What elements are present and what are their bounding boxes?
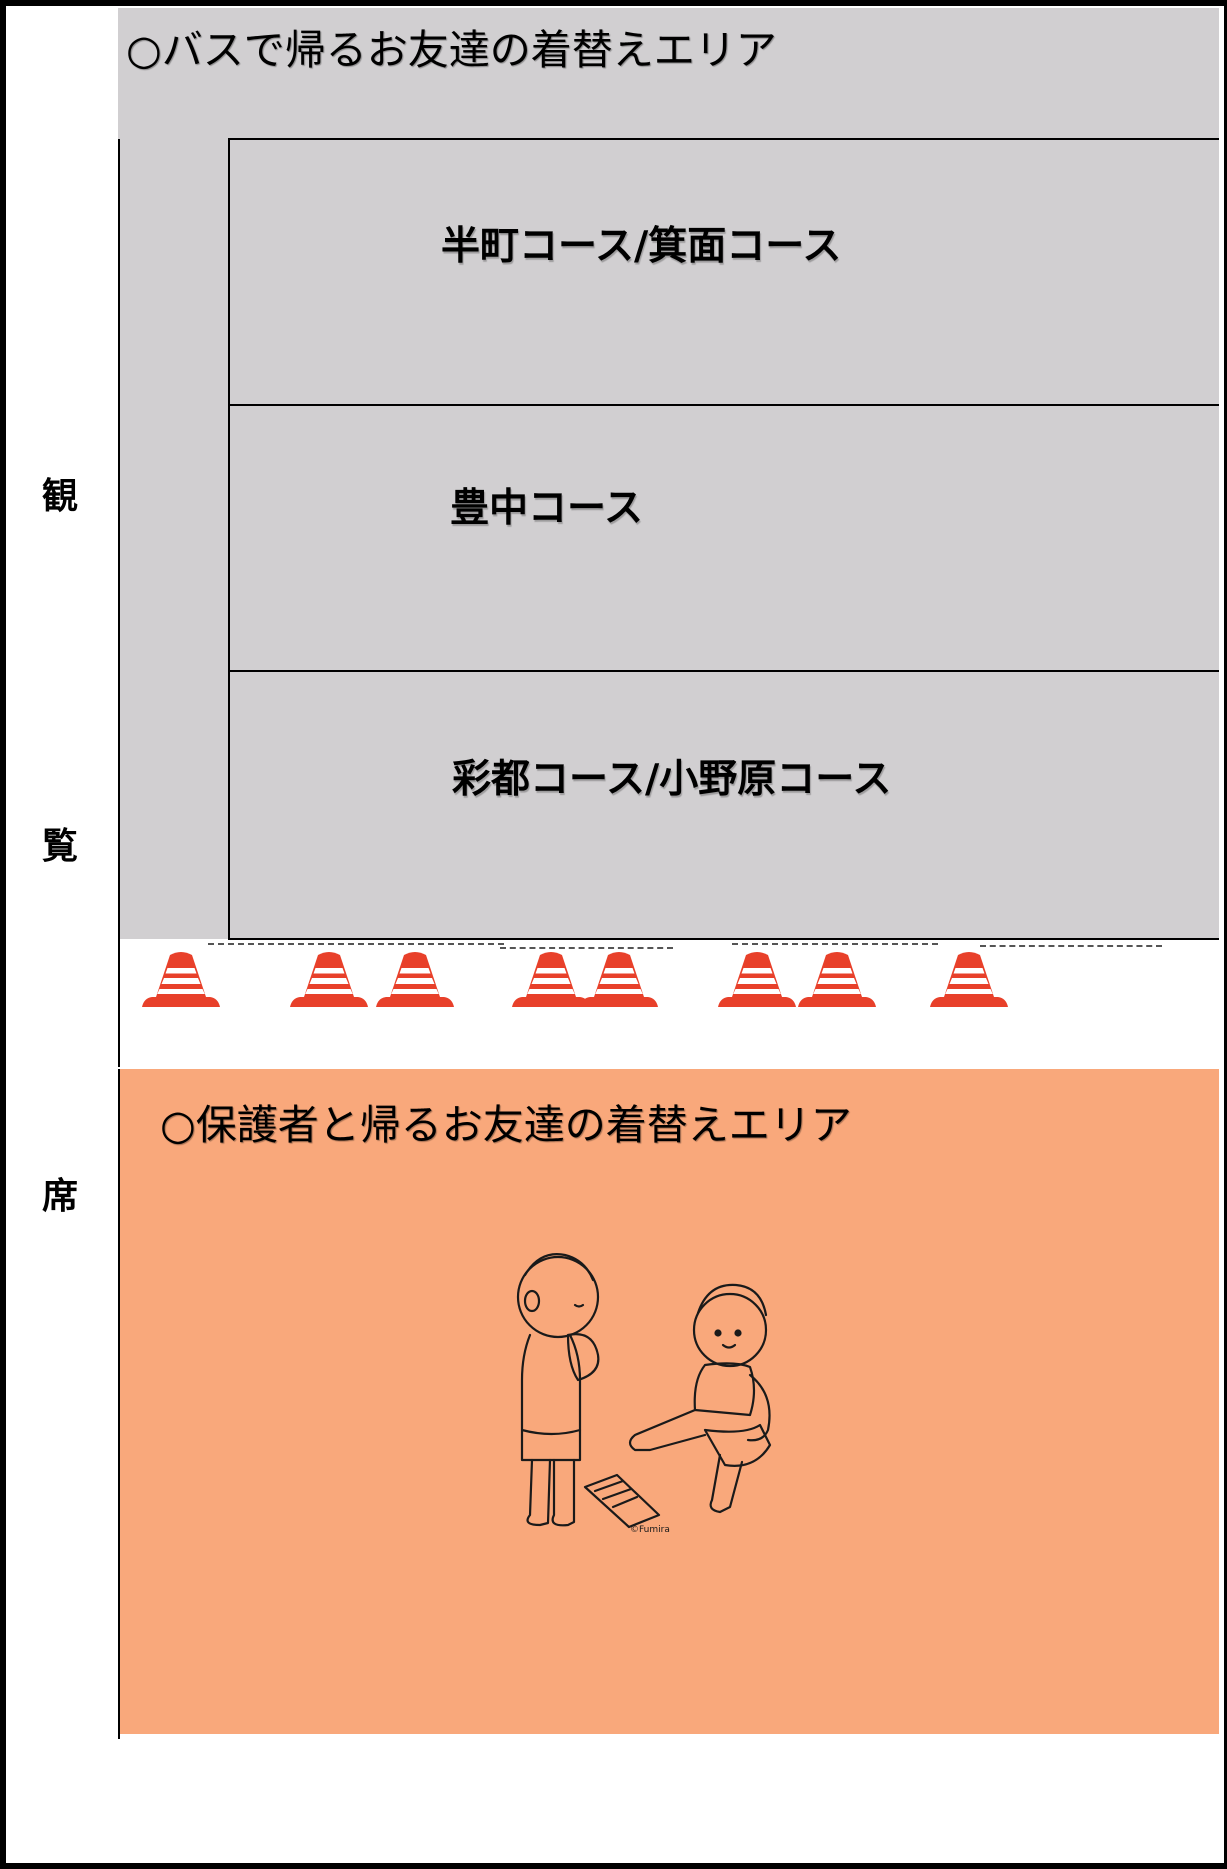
seated-child-extended-leg — [628, 1408, 707, 1452]
standing-child-head — [516, 1255, 600, 1339]
parent-area-background — [118, 1069, 1219, 1734]
course-label-saito-onohara: 彩都コース/小野原コース — [452, 757, 892, 802]
standing-child-ear — [523, 1289, 541, 1313]
illustration-credit: ©Fumira — [630, 1525, 670, 1535]
seating-label-char-1: 観 — [41, 476, 78, 517]
children-changing-clothes-illustration: ©Fumira — [516, 1253, 772, 1535]
cone-rope-2 — [500, 947, 673, 949]
course-box-hanmachi-minoh — [228, 138, 1219, 406]
standing-child-hair — [523, 1253, 595, 1282]
frame-corner-tick — [0, 0, 18, 3]
standing-child-body — [520, 1333, 582, 1436]
folded-bag — [583, 1473, 661, 1529]
bus-area-title: ○バスで帰るお友達の着替えエリア — [126, 26, 777, 74]
course-label-hanmachi-minoh: 半町コース/箕面コース — [441, 224, 842, 269]
seated-child-bent-leg — [709, 1453, 744, 1514]
folded-bag-pattern — [593, 1479, 639, 1509]
seated-child-shirt — [693, 1362, 756, 1417]
seated-child-smile — [721, 1343, 737, 1349]
bus-area-header — [118, 8, 1219, 139]
traffic-cone-divider — [120, 940, 1219, 1007]
seating-label-char-2: 覧 — [41, 826, 78, 867]
standing-child-right-leg — [551, 1458, 576, 1527]
traffic-cone-6 — [718, 952, 796, 1007]
traffic-cone-8 — [930, 952, 1008, 1007]
seated-child-eye-right — [734, 1329, 742, 1337]
cone-rope-4 — [980, 945, 1162, 947]
seated-child-eye-left — [714, 1329, 722, 1337]
cone-rope-1 — [208, 943, 504, 945]
standing-child-left-leg — [526, 1458, 552, 1527]
seated-child-hair — [696, 1283, 768, 1317]
seated-child-arm — [746, 1373, 771, 1442]
standing-child-smile — [573, 1303, 585, 1308]
traffic-cone-1 — [142, 952, 220, 1007]
traffic-cone-3 — [376, 952, 454, 1007]
traffic-cone-7 — [798, 952, 876, 1007]
parent-area-title: ○保護者と帰るお友達の着替えエリア — [160, 1101, 852, 1149]
bus-area-left-border — [118, 139, 120, 1067]
seating-label-char-3: 席 — [41, 1176, 78, 1217]
course-label-toyonaka: 豊中コース — [450, 486, 644, 531]
traffic-cone-5 — [580, 952, 658, 1007]
standing-child-arm-shirt — [566, 1333, 600, 1382]
parent-area-left-border — [118, 1069, 120, 1739]
seated-child-shorts — [703, 1423, 772, 1467]
traffic-cone-2 — [290, 952, 368, 1007]
bus-area-left-strip — [118, 139, 229, 939]
cone-rope-3 — [732, 943, 938, 945]
seated-child-head — [692, 1292, 768, 1368]
course-box-toyonaka — [228, 404, 1219, 672]
course-box-saito-onohara — [228, 670, 1219, 940]
traffic-cone-4 — [512, 952, 590, 1007]
